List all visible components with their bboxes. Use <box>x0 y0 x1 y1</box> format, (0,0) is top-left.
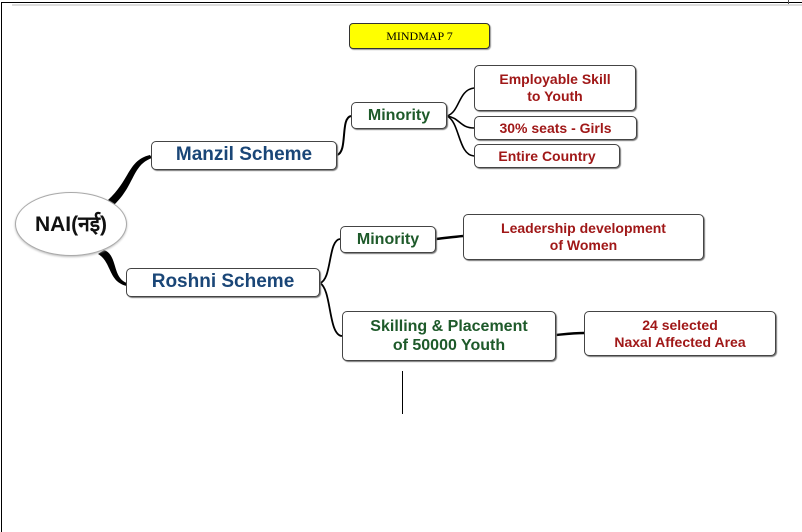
node-30pct-seats-girls[interactable]: 30% seats - Girls <box>474 116 637 140</box>
node-label: Manzil Scheme <box>175 144 313 166</box>
text-cursor-line <box>402 371 403 414</box>
node-label-line1: 24 selected <box>642 316 718 333</box>
node-label-line1: Skilling & Placement <box>370 317 528 335</box>
node-label: Entire Country <box>498 147 596 164</box>
node-manzil-minority[interactable]: Minority <box>351 102 447 129</box>
root-node[interactable]: NAI(नई) <box>15 192 127 256</box>
node-label: Minority <box>356 230 420 248</box>
node-naxal-affected-area[interactable]: 24 selected Naxal Affected Area <box>584 311 776 356</box>
node-label-line2: of 50000 Youth <box>392 337 506 354</box>
node-employable-skill[interactable]: Employable Skill to Youth <box>474 65 636 111</box>
node-label-line2: Naxal Affected Area <box>614 333 746 350</box>
node-entire-country[interactable]: Entire Country <box>474 144 620 168</box>
node-manzil-scheme[interactable]: Manzil Scheme <box>151 141 337 170</box>
mindmap-title: MINDMAP 7 <box>349 23 490 49</box>
node-label: 30% seats - Girls <box>499 119 612 136</box>
node-label-line2: of Women <box>549 237 618 253</box>
node-roshni-scheme[interactable]: Roshni Scheme <box>126 268 320 297</box>
node-label-line1: Leadership development <box>501 220 666 237</box>
top-tick-mark <box>788 0 789 4</box>
top-divider <box>12 4 802 6</box>
node-label-line1: Employable Skill <box>499 71 611 88</box>
node-label: Roshni Scheme <box>151 271 295 293</box>
node-leadership-development[interactable]: Leadership development of Women <box>463 214 704 260</box>
root-node-label: NAI(नई) <box>34 213 108 236</box>
node-label-line2: to Youth <box>527 88 583 104</box>
node-label: Minority <box>367 106 431 124</box>
node-roshni-minority[interactable]: Minority <box>340 226 436 253</box>
node-skilling-placement[interactable]: Skilling & Placement of 50000 Youth <box>342 311 556 361</box>
